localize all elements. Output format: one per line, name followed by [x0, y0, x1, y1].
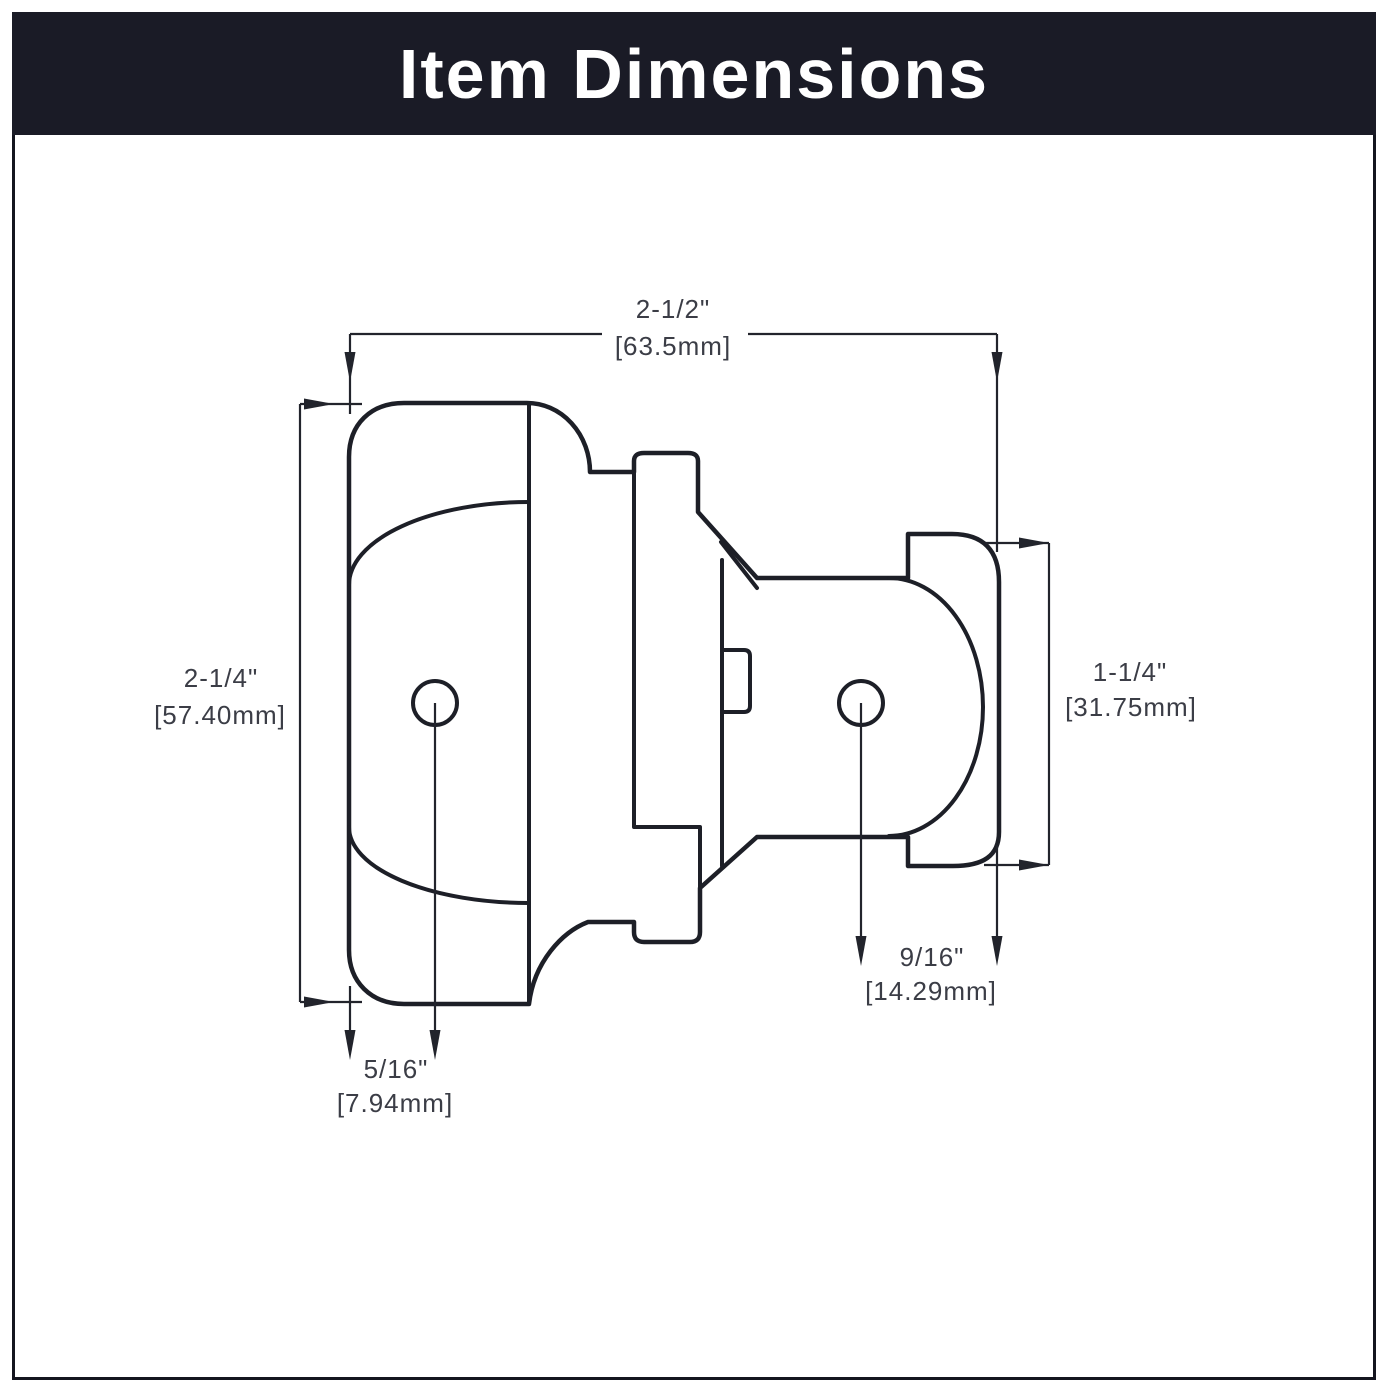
drawing-area [12, 135, 1376, 1380]
page-title: Item Dimensions [398, 34, 990, 113]
panel-header: Item Dimensions [12, 12, 1376, 135]
